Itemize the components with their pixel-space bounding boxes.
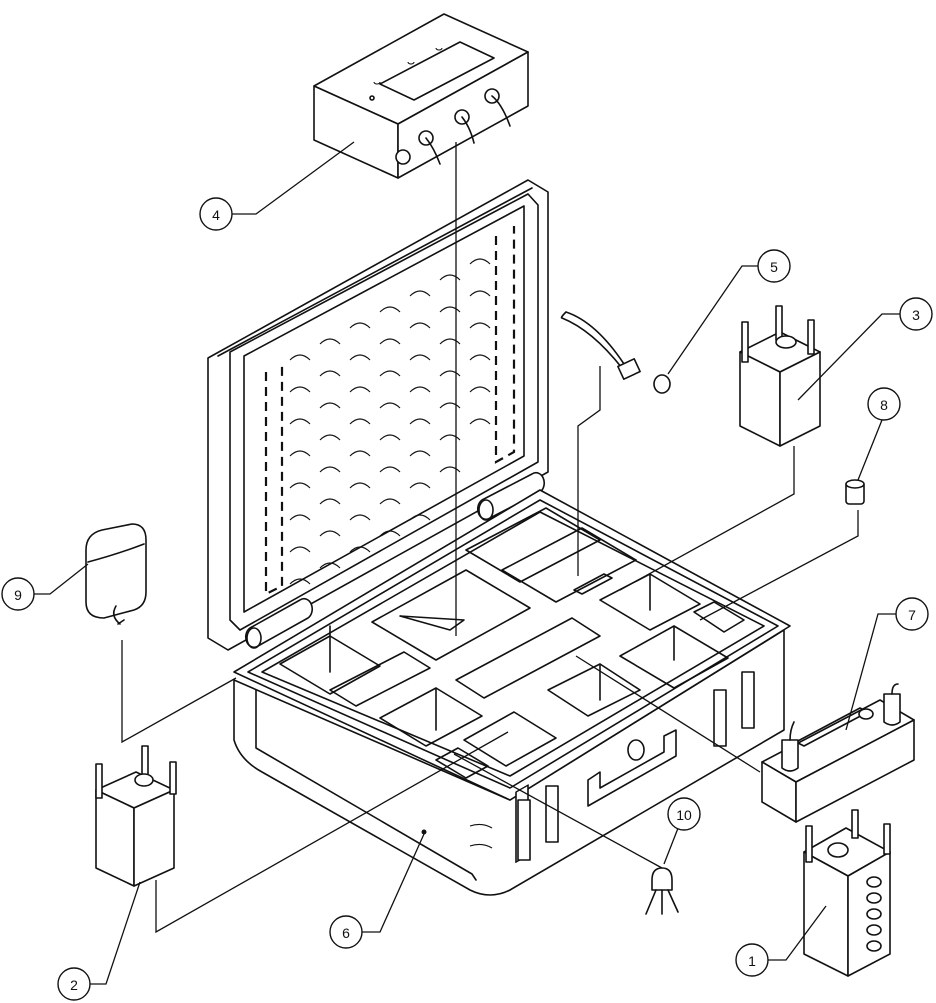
callout-1: 1 <box>736 944 768 976</box>
callout-6: 6 <box>330 916 362 948</box>
callout-3-label: 3 <box>912 307 920 323</box>
callout-2-label: 2 <box>70 977 78 993</box>
leader-4 <box>232 142 354 214</box>
pressure-valve-icon <box>628 740 644 760</box>
callout-1-label: 1 <box>748 953 756 969</box>
callout-9: 9 <box>2 578 34 610</box>
leader-2 <box>90 882 140 984</box>
callout-8-label: 8 <box>880 397 888 413</box>
callout-10-label: 10 <box>676 807 692 823</box>
callout-4: 4 <box>200 198 232 230</box>
probe-cable <box>562 312 671 393</box>
battery-pack-left <box>96 746 176 886</box>
callout-3: 3 <box>900 298 932 330</box>
instrument-box <box>314 14 528 178</box>
callout-5: 5 <box>758 250 790 282</box>
leader-8 <box>858 420 882 480</box>
callout-4-label: 4 <box>212 207 220 223</box>
battery-module <box>804 810 890 976</box>
small-fitting <box>846 480 864 504</box>
callout-7-label: 7 <box>908 607 916 623</box>
case-reference-dot <box>422 830 427 835</box>
callout-6-label: 6 <box>342 925 350 941</box>
callout-10: 10 <box>668 798 700 830</box>
callout-8: 8 <box>868 388 900 420</box>
callout-7: 7 <box>896 598 928 630</box>
battery-pack <box>740 306 820 446</box>
callout-9-label: 9 <box>14 587 22 603</box>
callout-5-label: 5 <box>770 259 778 275</box>
leader-9 <box>34 564 88 594</box>
power-adapter <box>86 524 146 624</box>
callout-2: 2 <box>58 968 90 1000</box>
tripod-sensor <box>646 868 678 914</box>
